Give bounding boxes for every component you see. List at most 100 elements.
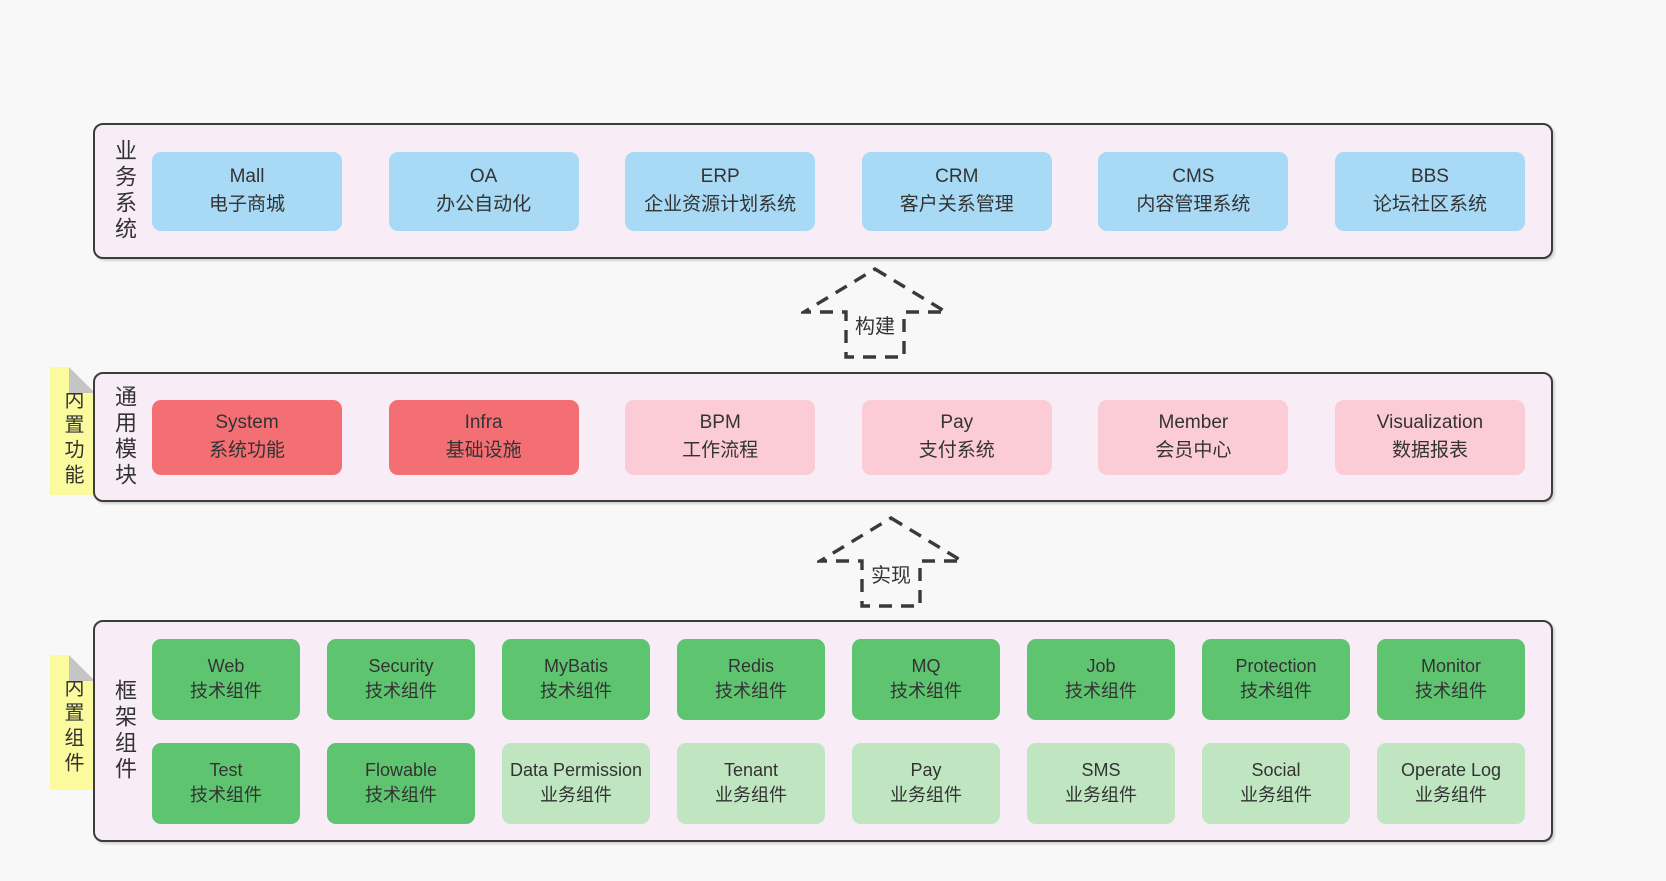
- box-pay-component-desc: 业务组件: [890, 785, 962, 805]
- box-mall: Mall 电子商城: [152, 151, 342, 231]
- box-infra-name: Infra: [464, 412, 503, 434]
- framework-components-rows: Web 技术组件 Security 技术组件 MyBatis 技术组件 Redi…: [140, 638, 1551, 824]
- box-sms-desc: 业务组件: [1065, 785, 1137, 805]
- box-monitor-name: Monitor: [1420, 655, 1482, 676]
- box-monitor-desc: 技术组件: [1415, 681, 1487, 701]
- box-erp-name: ERP: [700, 166, 740, 188]
- box-tenant: Tenant 业务组件: [677, 742, 825, 824]
- layer-framework-components: 框架组件 Web 技术组件 Security 技术组件 MyBatis 技术组件…: [93, 620, 1553, 842]
- box-visualization: Visualization 数据报表: [1334, 399, 1525, 475]
- box-sms-name: SMS: [1081, 759, 1121, 780]
- box-mall-name: Mall: [229, 166, 265, 188]
- box-erp-desc: 企业资源计划系统: [644, 194, 797, 215]
- box-social: Social 业务组件: [1202, 742, 1350, 824]
- arrow-build: 构建: [801, 266, 949, 360]
- box-web-desc: 技术组件: [190, 681, 262, 701]
- box-security: Security 技术组件: [327, 638, 475, 720]
- box-redis: Redis 技术组件: [677, 638, 825, 720]
- box-bbs-desc: 论坛社区系统: [1372, 194, 1487, 215]
- box-pay-component: Pay 业务组件: [852, 742, 1000, 824]
- box-test: Test 技术组件: [152, 742, 300, 824]
- layer-common-modules-title: 通用模块: [112, 385, 137, 489]
- box-protection-desc: 技术组件: [1240, 681, 1312, 701]
- box-web: Web 技术组件: [152, 638, 300, 720]
- tag-built-in-components-label: 内置组件: [61, 677, 83, 777]
- box-pay-module-name: Pay: [940, 412, 974, 434]
- arrow-implement-label: 实现: [868, 559, 914, 588]
- box-visualization-desc: 数据报表: [1391, 440, 1468, 461]
- box-oa-name: OA: [469, 166, 498, 188]
- box-data-permission: Data Permission 业务组件: [502, 742, 650, 824]
- box-tenant-name: Tenant: [723, 759, 779, 780]
- box-mall-desc: 电子商城: [208, 194, 285, 215]
- box-operate-log-name: Operate Log: [1400, 759, 1502, 780]
- box-system-desc: 系统功能: [208, 440, 285, 461]
- box-mq-name: MQ: [911, 655, 941, 676]
- framework-components-row-2: Test 技术组件 Flowable 技术组件 Data Permission …: [152, 742, 1525, 824]
- box-job: Job 技术组件: [1027, 638, 1175, 720]
- box-member-desc: 会员中心: [1155, 440, 1232, 461]
- box-system: System 系统功能: [152, 399, 342, 475]
- arrow-implement: 实现: [817, 515, 965, 609]
- box-bpm-name: BPM: [699, 412, 741, 434]
- layer-business-systems: 业务系统 Mall 电子商城 OA 办公自动化 ERP 企业资源计划系统 CRM…: [93, 123, 1553, 259]
- tag-built-in-features-label: 内置功能: [61, 389, 83, 489]
- box-operate-log: Operate Log 业务组件: [1377, 742, 1525, 824]
- box-data-permission-name: Data Permission: [509, 759, 643, 780]
- box-job-desc: 技术组件: [1065, 681, 1137, 701]
- box-oa-desc: 办公自动化: [436, 194, 532, 215]
- box-mybatis-name: MyBatis: [543, 655, 608, 676]
- box-bpm: BPM 工作流程: [625, 399, 816, 475]
- box-cms-desc: 内容管理系统: [1136, 194, 1251, 215]
- box-sms: SMS 业务组件: [1027, 742, 1175, 824]
- box-visualization-name: Visualization: [1376, 412, 1484, 434]
- box-social-name: Social: [1251, 759, 1301, 780]
- box-mybatis: MyBatis 技术组件: [502, 638, 650, 720]
- box-social-desc: 业务组件: [1240, 785, 1312, 805]
- box-member: Member 会员中心: [1098, 399, 1289, 475]
- tag-built-in-features: 内置功能: [50, 367, 95, 495]
- box-bbs: BBS 论坛社区系统: [1334, 151, 1525, 231]
- box-member-name: Member: [1158, 412, 1229, 434]
- box-crm-desc: 客户关系管理: [899, 194, 1014, 215]
- box-oa: OA 办公自动化: [388, 151, 579, 231]
- business-systems-boxes: Mall 电子商城 OA 办公自动化 ERP 企业资源计划系统 CRM 客户关系…: [140, 151, 1551, 231]
- box-infra: Infra 基础设施: [388, 399, 579, 475]
- box-flowable-desc: 技术组件: [365, 785, 437, 805]
- box-cms-name: CMS: [1172, 166, 1215, 188]
- box-redis-desc: 技术组件: [715, 681, 787, 701]
- box-protection-name: Protection: [1235, 655, 1317, 676]
- box-operate-log-desc: 业务组件: [1415, 785, 1487, 805]
- framework-components-row-1: Web 技术组件 Security 技术组件 MyBatis 技术组件 Redi…: [152, 638, 1525, 720]
- box-web-name: Web: [207, 655, 245, 676]
- box-erp: ERP 企业资源计划系统: [625, 151, 816, 231]
- box-crm: CRM 客户关系管理: [861, 151, 1052, 231]
- tag-built-in-components: 内置组件: [50, 655, 95, 790]
- box-system-name: System: [215, 412, 279, 434]
- box-flowable-name: Flowable: [364, 759, 438, 780]
- box-crm-name: CRM: [935, 166, 979, 188]
- box-cms: CMS 内容管理系统: [1098, 151, 1289, 231]
- layer-business-systems-title: 业务系统: [112, 139, 137, 243]
- box-infra-desc: 基础设施: [445, 440, 522, 461]
- box-mq: MQ 技术组件: [852, 638, 1000, 720]
- box-test-name: Test: [209, 759, 243, 780]
- layer-common-modules: 通用模块 System 系统功能 Infra 基础设施 BPM 工作流程 Pay…: [93, 372, 1553, 502]
- box-flowable: Flowable 技术组件: [327, 742, 475, 824]
- box-test-desc: 技术组件: [190, 785, 262, 805]
- box-protection: Protection 技术组件: [1202, 638, 1350, 720]
- box-bpm-desc: 工作流程: [682, 440, 759, 461]
- box-pay-component-name: Pay: [910, 759, 942, 780]
- box-security-desc: 技术组件: [365, 681, 437, 701]
- arrow-build-label: 构建: [852, 310, 898, 339]
- box-security-name: Security: [368, 655, 434, 676]
- box-pay-module: Pay 支付系统: [861, 399, 1052, 475]
- box-pay-module-desc: 支付系统: [918, 440, 995, 461]
- box-tenant-desc: 业务组件: [715, 785, 787, 805]
- box-redis-name: Redis: [727, 655, 775, 676]
- box-job-name: Job: [1086, 655, 1116, 676]
- box-monitor: Monitor 技术组件: [1377, 638, 1525, 720]
- box-bbs-name: BBS: [1410, 166, 1449, 188]
- box-mybatis-desc: 技术组件: [540, 681, 612, 701]
- box-data-permission-desc: 业务组件: [540, 785, 612, 805]
